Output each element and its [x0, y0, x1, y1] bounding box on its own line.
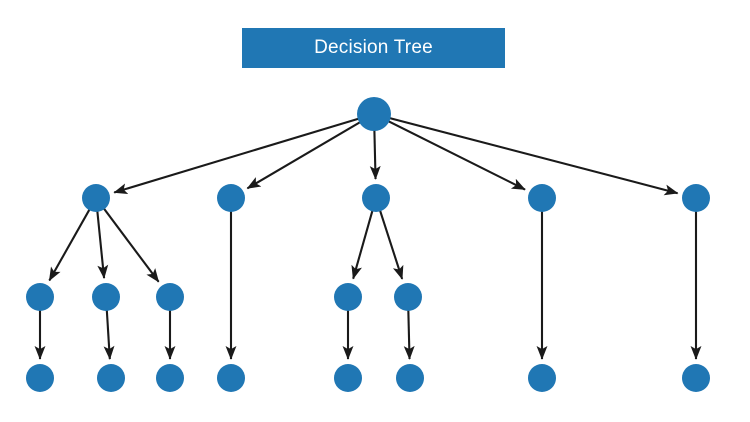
tree-node-n8[interactable] — [156, 283, 184, 311]
tree-node-n0[interactable] — [357, 97, 391, 131]
tree-node-n12[interactable] — [97, 364, 125, 392]
title-banner: Decision Tree — [242, 28, 505, 68]
tree-edge — [381, 117, 526, 191]
tree-edge — [95, 205, 109, 279]
tree-node-n10[interactable] — [394, 283, 422, 311]
tree-edge — [103, 304, 115, 360]
tree-node-n15[interactable] — [334, 364, 362, 392]
tree-node-n16[interactable] — [396, 364, 424, 392]
tree-edge — [382, 115, 679, 196]
tree-edge — [113, 115, 366, 194]
tree-edge — [377, 205, 404, 280]
tree-edge — [403, 304, 415, 360]
tree-node-n2[interactable] — [217, 184, 245, 212]
tree-node-n9[interactable] — [334, 283, 362, 311]
tree-node-n5[interactable] — [682, 184, 710, 212]
page-title: Decision Tree — [314, 37, 433, 58]
tree-node-n17[interactable] — [528, 364, 556, 392]
tree-node-n3[interactable] — [362, 184, 390, 212]
tree-edge — [99, 203, 160, 283]
tree-node-n1[interactable] — [82, 184, 110, 212]
tree-edge — [351, 205, 375, 280]
tree-node-n13[interactable] — [156, 364, 184, 392]
tree-node-n4[interactable] — [528, 184, 556, 212]
tree-node-n14[interactable] — [217, 364, 245, 392]
tree-edge — [246, 117, 367, 190]
tree-edge — [369, 123, 381, 180]
tree-edge — [48, 204, 94, 282]
node-layer — [26, 97, 710, 392]
edge-layer — [34, 115, 702, 360]
tree-node-n18[interactable] — [682, 364, 710, 392]
tree-node-n11[interactable] — [26, 364, 54, 392]
tree-node-n6[interactable] — [26, 283, 54, 311]
tree-node-n7[interactable] — [92, 283, 120, 311]
